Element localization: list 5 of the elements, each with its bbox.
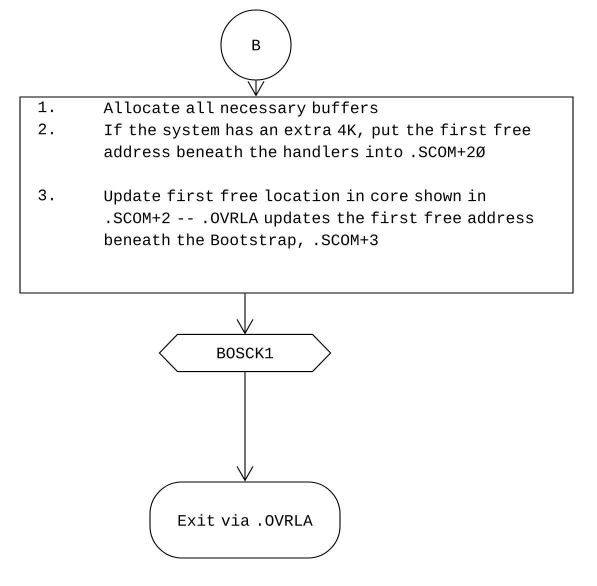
arrow: [236, 372, 254, 482]
arrow: [236, 294, 254, 334]
terminal-box: Exit via .OVRLA: [149, 481, 341, 559]
subroutine-hexagon: BOSCK1: [158, 334, 332, 372]
process-box: 1. Allocate all necessary buffers 2. If the system has an extra 4K, put the first free address beneath the handlers into .SCOM+2Ø 3. Update first free location in core shown in .SCOM+2 -- .OVRLA updates the first free address beneath the Bootstrap, .SCOM+3: [19, 96, 574, 294]
